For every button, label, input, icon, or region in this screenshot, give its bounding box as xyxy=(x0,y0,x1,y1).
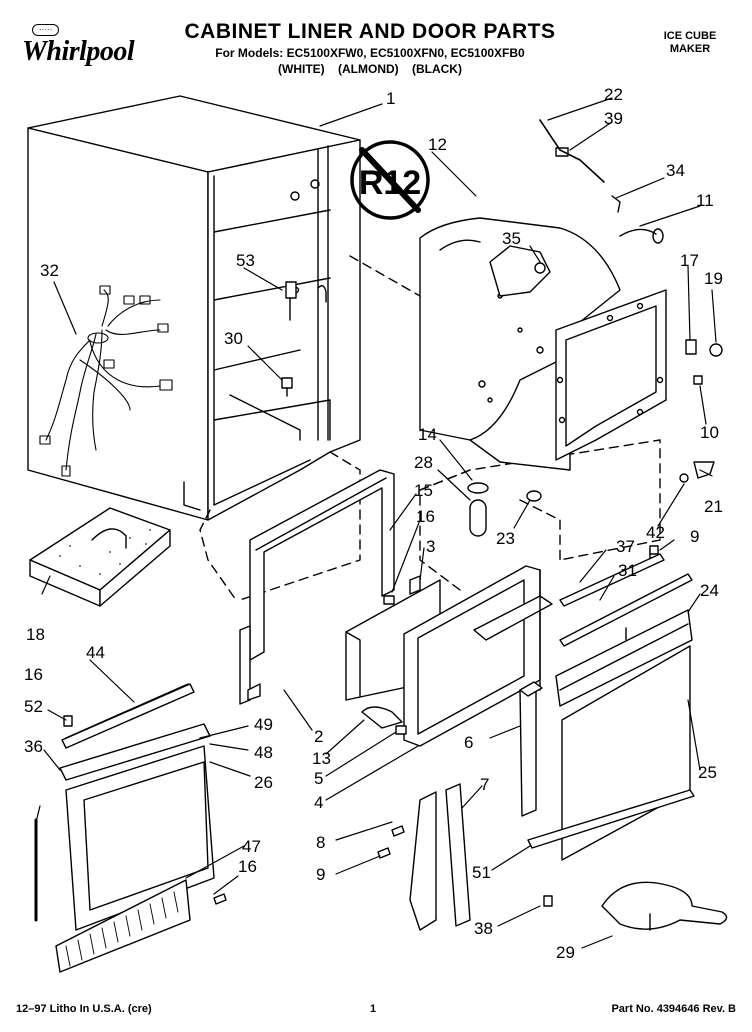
liner-rear-outline xyxy=(199,255,661,601)
callout-numbers: 1 2 3 4 5 6 7 8 9 9 10 11 12 13 14 15 16… xyxy=(24,85,723,962)
page-number: 1 xyxy=(370,1003,377,1015)
callout-47: 47 xyxy=(242,837,261,856)
callout-23: 23 xyxy=(496,529,515,548)
callout-7: 7 xyxy=(480,775,489,794)
callout-5: 5 xyxy=(314,769,323,788)
callout-10: 10 xyxy=(700,423,719,442)
callout-3: 3 xyxy=(426,537,435,556)
leader-lines xyxy=(35,97,717,949)
callout-14: 14 xyxy=(418,425,437,444)
callout-44: 44 xyxy=(86,643,105,662)
callout-37: 37 xyxy=(616,537,635,556)
screws xyxy=(213,545,659,907)
foam-insulation-block xyxy=(29,507,171,607)
callout-12: 12 xyxy=(428,135,447,154)
callout-15: 15 xyxy=(414,481,433,500)
callout-30: 30 xyxy=(224,329,243,348)
cabinet-outer-shell xyxy=(27,95,361,521)
callout-32: 32 xyxy=(40,261,59,280)
callout-16-mid: 16 xyxy=(416,507,435,526)
callout-34: 34 xyxy=(666,161,685,180)
callout-48: 48 xyxy=(254,743,273,762)
r12-badge-label: R12 xyxy=(359,164,421,202)
callout-25: 25 xyxy=(698,763,717,782)
door-front-panel xyxy=(527,645,695,861)
callout-51: 51 xyxy=(472,863,491,882)
callout-31: 31 xyxy=(618,561,637,580)
door-side-strips xyxy=(409,681,543,931)
door-hinge xyxy=(361,706,407,735)
product-name: ICE CUBE MAKER xyxy=(640,30,740,56)
door-frame xyxy=(239,469,395,705)
callout-26: 26 xyxy=(254,773,273,792)
callout-24: 24 xyxy=(700,581,719,600)
callout-28: 28 xyxy=(414,453,433,472)
part-number: Part No. 4394646 Rev. B xyxy=(611,1003,736,1015)
page-title: CABINET LINER AND DOOR PARTS xyxy=(184,20,556,43)
product-name-line2: MAKER xyxy=(669,43,711,55)
ice-scoop xyxy=(601,881,728,931)
small-hardware xyxy=(281,119,723,605)
callout-6: 6 xyxy=(464,733,473,752)
brand-logo-mark: ····· xyxy=(32,24,60,36)
callout-42: 42 xyxy=(646,523,665,542)
lower-door-assembly xyxy=(34,683,215,973)
callout-49: 49 xyxy=(254,715,273,734)
model-colors: (WHITE) (ALMOND) (BLACK) xyxy=(278,62,462,76)
r12-refrigerant-badge: R12 xyxy=(350,140,430,220)
print-info: 12–97 Litho In U.S.A. (cre) xyxy=(16,1003,152,1015)
callout-17: 17 xyxy=(680,251,699,270)
callout-52: 52 xyxy=(24,697,43,716)
callout-21: 21 xyxy=(704,497,723,516)
model-list: For Models: EC5100XFW0, EC5100XFN0, EC51… xyxy=(215,46,525,60)
callout-1: 1 xyxy=(386,89,395,108)
callout-16-left: 16 xyxy=(24,665,43,684)
callout-39: 39 xyxy=(604,109,623,128)
callout-9-upper: 9 xyxy=(690,527,699,546)
door-outer-frame xyxy=(403,565,553,747)
callout-36: 36 xyxy=(24,737,43,756)
callout-9-lower: 9 xyxy=(316,865,325,884)
callout-13: 13 xyxy=(312,749,331,768)
callout-19: 19 xyxy=(704,269,723,288)
callout-16-bottom: 16 xyxy=(238,857,257,876)
wire-harness xyxy=(39,285,173,477)
callout-38: 38 xyxy=(474,919,493,938)
callout-53: 53 xyxy=(236,251,255,270)
callout-18: 18 xyxy=(26,625,45,644)
callout-29: 29 xyxy=(556,943,575,962)
callout-35: 35 xyxy=(502,229,521,248)
callout-4: 4 xyxy=(314,793,323,812)
callout-22: 22 xyxy=(604,85,623,104)
brand-logo: ····· Whirlpool xyxy=(18,22,146,67)
product-name-line1: ICE CUBE xyxy=(663,30,717,42)
callout-2: 2 xyxy=(314,727,323,746)
callout-11: 11 xyxy=(696,191,714,210)
callout-8: 8 xyxy=(316,833,325,852)
liner-gasket-frame xyxy=(555,289,667,461)
brand-name: Whirlpool xyxy=(22,36,135,67)
